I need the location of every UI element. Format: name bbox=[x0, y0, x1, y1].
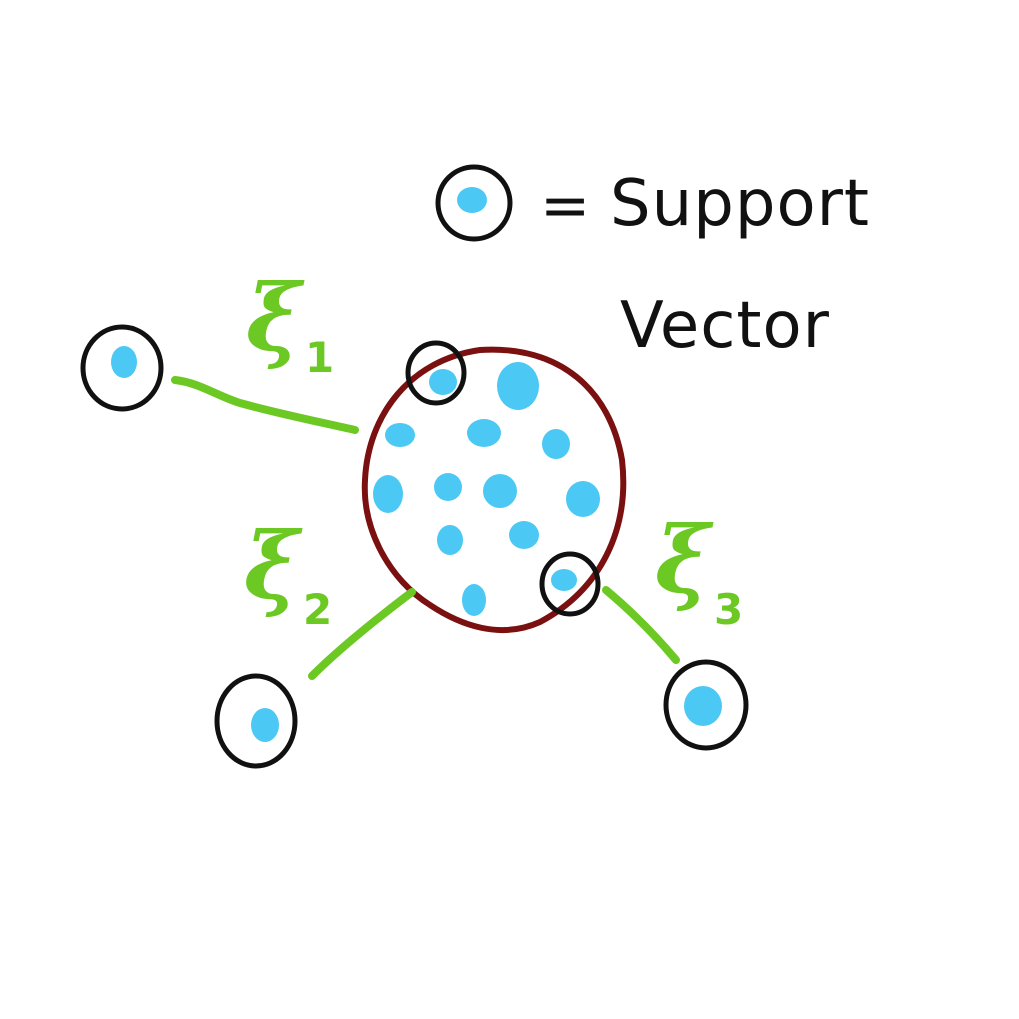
slack-line-2 bbox=[308, 588, 416, 680]
slack-label-3-subscript: 3 bbox=[714, 585, 743, 634]
legend-point bbox=[457, 187, 487, 213]
legend-label-support: Support bbox=[610, 167, 870, 241]
slack-label-2-symbol: ξ bbox=[244, 512, 303, 620]
legend: = Support Vector bbox=[435, 164, 870, 363]
interior-point bbox=[462, 584, 486, 616]
interior-point bbox=[373, 475, 403, 513]
outlier-support-vectors bbox=[80, 324, 749, 769]
slack-label-2-subscript: 2 bbox=[303, 585, 332, 634]
interior-point bbox=[437, 525, 463, 555]
interior-point bbox=[497, 362, 539, 410]
interior-point bbox=[483, 474, 517, 508]
slack-label-3: ξ 3 bbox=[655, 506, 743, 634]
support-vector bbox=[539, 551, 601, 617]
support-vector bbox=[405, 340, 467, 406]
legend-equals: = bbox=[540, 171, 590, 241]
slack-label-1-symbol: ξ bbox=[246, 264, 305, 372]
interior-point bbox=[566, 481, 600, 517]
slack-line-1 bbox=[171, 376, 359, 434]
interior-point bbox=[434, 473, 462, 501]
hypersphere-boundary bbox=[361, 346, 627, 634]
slack-label-2: ξ 2 bbox=[244, 512, 332, 634]
slack-label-1-subscript: 1 bbox=[305, 333, 334, 382]
slack-label-3-symbol: ξ bbox=[655, 506, 714, 614]
interior-point bbox=[542, 429, 570, 459]
outlier-support-vector-2 bbox=[214, 673, 298, 769]
slack-line-3 bbox=[602, 586, 680, 664]
slack-lines bbox=[171, 376, 680, 680]
outlier-support-vector-1 bbox=[80, 324, 164, 412]
legend-support-vector-icon bbox=[435, 164, 513, 242]
legend-label-vector: Vector bbox=[620, 289, 830, 363]
interior-point bbox=[467, 419, 501, 447]
boundary-support-vectors bbox=[405, 340, 601, 617]
interior-point bbox=[509, 521, 539, 549]
interior-point bbox=[385, 423, 415, 447]
slack-labels: ξ 1 ξ 2 ξ 3 bbox=[244, 264, 743, 634]
outlier-support-vector-3 bbox=[663, 659, 749, 751]
slack-label-1: ξ 1 bbox=[246, 264, 334, 382]
interior-points bbox=[373, 362, 600, 616]
